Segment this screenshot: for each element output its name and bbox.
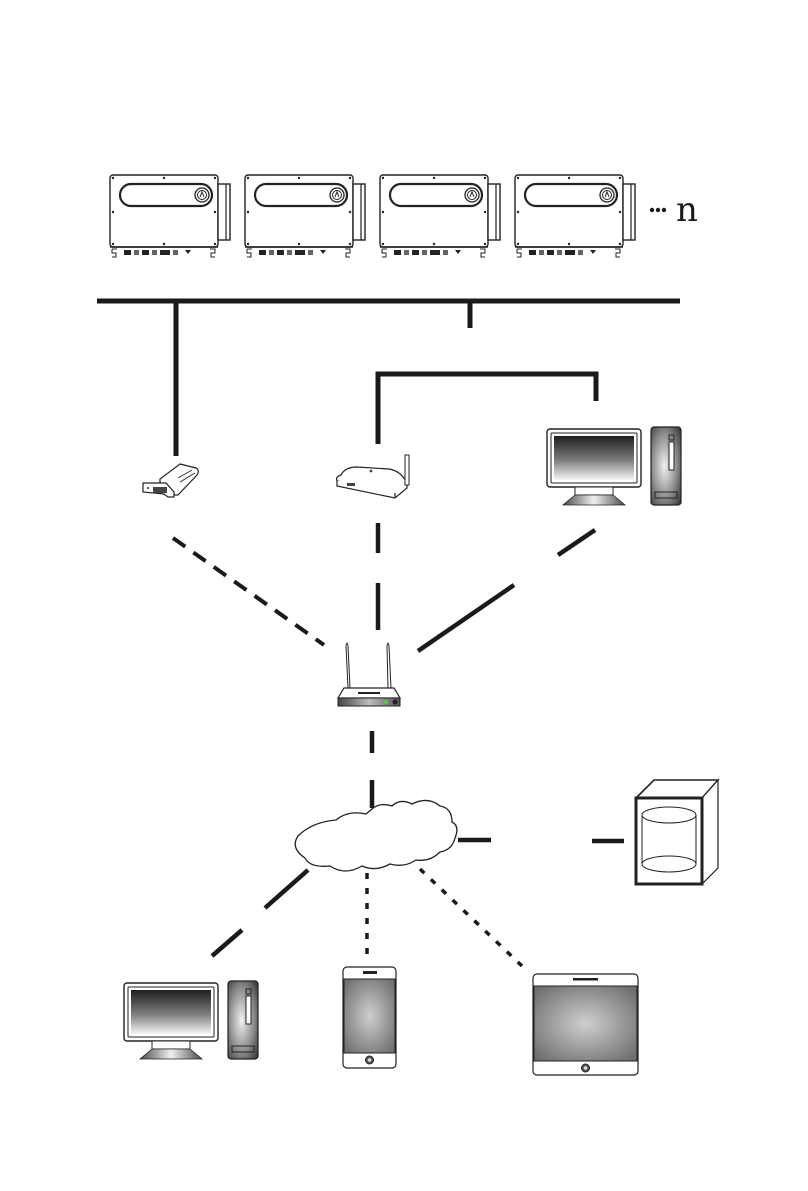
internet-to-tablet-connection [420,869,522,966]
inverter-row: n [110,175,698,257]
inverter-icon [515,175,635,257]
ellipsis-dot [662,208,666,212]
cloud-icon [295,800,457,871]
remote-desktop-computer-icon [124,981,258,1059]
internet-to-server-connection [458,840,624,841]
ellipsis-dot [656,208,660,212]
local-pc-to-router-connection [418,530,595,651]
tablet-icon [533,974,638,1075]
database-server-icon [636,780,718,884]
router-icon [338,643,400,706]
usb-dongle-icon [143,464,198,497]
inverter-count-n: n [676,190,698,230]
inverter-icon [245,175,365,257]
data-logger-to-router-connection [173,538,324,645]
inverter-icon [110,175,230,257]
local-desktop-computer-icon [547,427,681,505]
inverter-icon [380,175,500,257]
wifi-module-icon [337,455,410,498]
internet-to-remote-pc-connection [212,870,308,956]
more-inverters-label: n [650,190,698,230]
ellipsis-dot [650,208,654,212]
smartphone-icon [343,967,396,1068]
